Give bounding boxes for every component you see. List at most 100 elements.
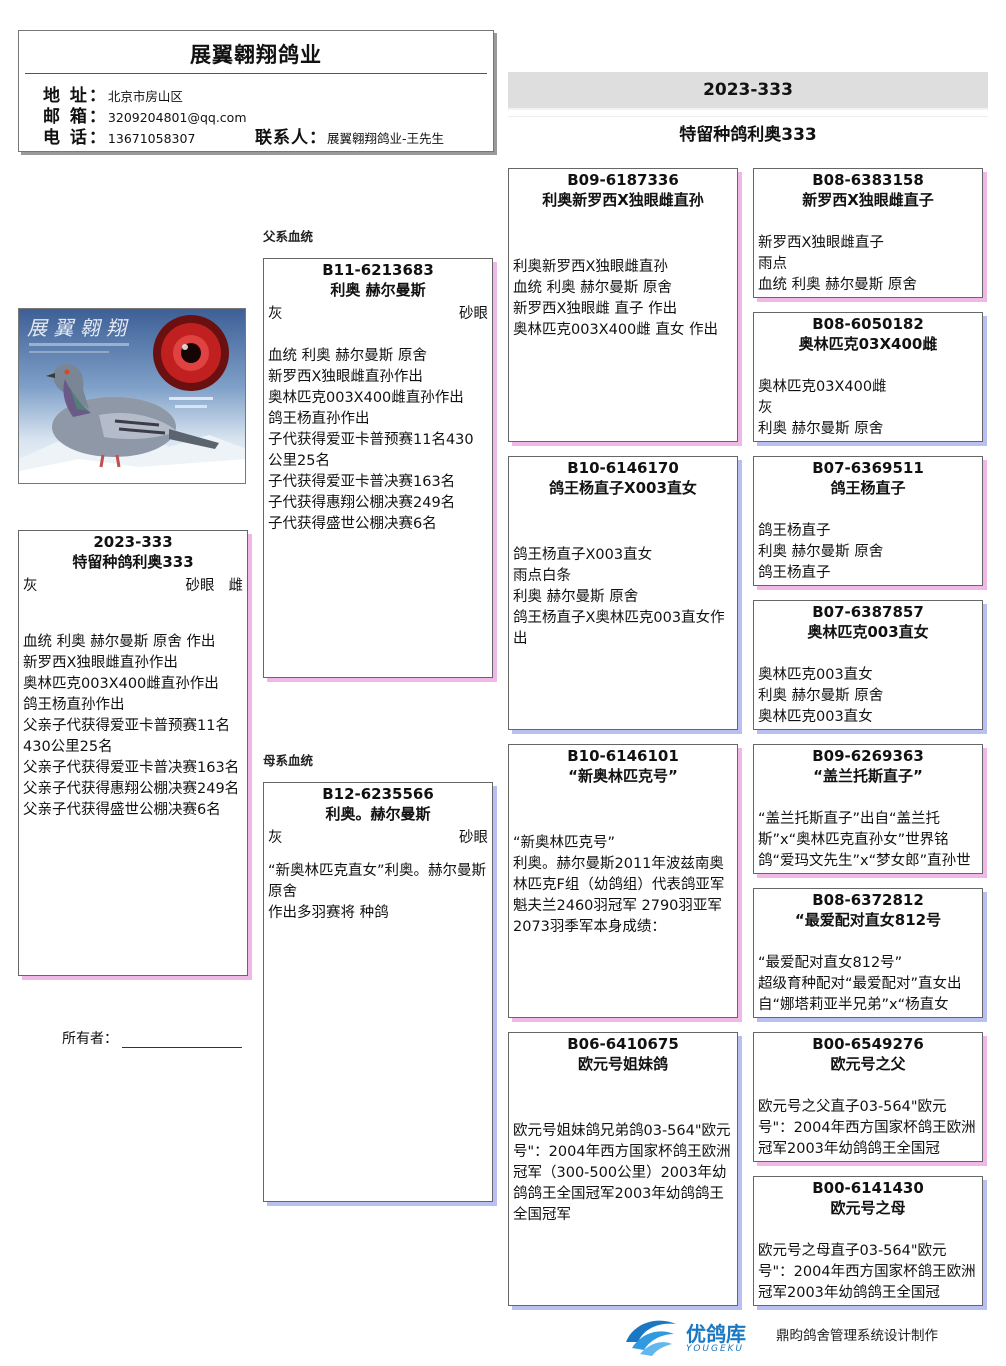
gp-line: 利奥。赫尔曼斯2011年波兹南奥林匹克F组（幼鸽组）代表鸽亚军魁夫兰2460羽冠… xyxy=(513,856,725,935)
pedigree-name-banner: 特留种鸽利奥333 xyxy=(508,116,988,152)
breeder-name: 展翼翱翔鸽业 xyxy=(190,43,322,67)
grandparent-card-paternal-dam: B10-6146170 鸽王杨直子X003直女 鸽王杨直子X003直女 雨点白条… xyxy=(508,456,738,730)
ggp-ring: B08-6372812 xyxy=(812,891,924,909)
gp-ring: B10-6146170 xyxy=(567,459,679,477)
great-grandparent-card: B00-6141430 欧元号之母 欧元号之母直子03-564"欧元号"：200… xyxy=(753,1176,983,1306)
sire-section-label: 父系血统 xyxy=(263,229,314,244)
email-label: 邮 箱： xyxy=(43,107,108,127)
ggp-line: 奥林匹克003直女 xyxy=(758,667,873,683)
dam-line: 作出多羽赛将 种鸽 xyxy=(268,905,389,921)
dam-eye: 砂眼 xyxy=(459,830,488,846)
gp-name: 鸽王杨直子X003直女 xyxy=(549,479,697,497)
ggp-name: 欧元号之母 xyxy=(830,1199,906,1217)
ggp-line: 雨点 xyxy=(758,256,787,272)
ggp-line: 灰 xyxy=(758,400,773,416)
ggp-ring: B00-6141430 xyxy=(812,1179,924,1197)
gp-name: 利奥新罗西X独眼雌直孙 xyxy=(542,191,704,209)
subject-line: 新罗西X独眼雌直孙作出 xyxy=(23,655,178,671)
subject-traits: 灰 砂眼雌 xyxy=(19,576,247,597)
ggp-line: 奥林匹克003直女 xyxy=(758,709,873,725)
ggp-ring: B08-6383158 xyxy=(812,171,924,189)
sire-description: 血统 利奥 赫尔曼斯 原舍 新罗西X独眼雌直孙作出 奥林匹克003X400雌直孙… xyxy=(264,346,492,535)
ggp-line: “最爱配对直女812号” xyxy=(758,955,903,971)
great-grandparent-card: B09-6269363 “盖兰托斯直子” “盖兰托斯直子”出自“盖兰托斯”x“奥… xyxy=(753,744,983,874)
ggp-line: “盖兰托斯直子”出自“盖兰托斯”x“奥林匹克直孙女”世界铭鸽“爱玛文先生”x“梦… xyxy=(758,811,971,869)
subject-line: 父亲子代获得爱亚卡普决赛163名 xyxy=(23,760,240,776)
ggp-name: “最爱配对直女812号 xyxy=(794,911,942,929)
phone-line: 电 话：13671058307 联系人：展翼翱翔鸽业-王先生 xyxy=(43,127,444,149)
dam-line: “新奥林匹克直女”利奥。赫尔曼斯原舍 xyxy=(268,863,487,900)
subject-color: 灰 xyxy=(23,578,38,594)
ggp-description: 奥林匹克003直女 利奥 赫尔曼斯 原舍 奥林匹克003直女 xyxy=(754,665,982,728)
ggp-line: 利奥 赫尔曼斯 原舍 xyxy=(758,544,884,560)
gp-line: 奥林匹克003X400雌 直女 作出 xyxy=(513,322,719,338)
sire-color: 灰 xyxy=(268,306,283,322)
address-label: 地 址： xyxy=(43,86,108,106)
brand-name-en: YOUGEKU xyxy=(686,1344,745,1354)
grandparent-card-maternal-dam: B06-6410675 欧元号姐妹鸽 欧元号姐妹鸽兄弟鸽03-564"欧元号"：… xyxy=(508,1032,738,1306)
gp-line: “新奥林匹克号” xyxy=(513,835,616,851)
great-grandparent-card: B07-6369511 鸽王杨直子 鸽王杨直子 利奥 赫尔曼斯 原舍 鸽王杨直子 xyxy=(753,456,983,586)
great-grandparent-card: B08-6050182 奥林匹克03X400雌 奥林匹克03X400雌 灰 利奥… xyxy=(753,312,983,442)
dam-color: 灰 xyxy=(268,830,283,846)
gp-description: 利奥新罗西X独眼雌直孙 血统 利奥 赫尔曼斯 原舍 新罗西X独眼雌 直子 作出 … xyxy=(509,257,737,341)
subject-sex: 雌 xyxy=(228,578,244,594)
email-line: 邮 箱：3209204801@qq.com xyxy=(43,106,247,128)
ggp-name: 鸽王杨直子 xyxy=(830,479,906,497)
great-grandparent-card: B07-6387857 奥林匹克003直女 奥林匹克003直女 利奥 赫尔曼斯 … xyxy=(753,600,983,730)
gp-line: 新罗西X独眼雌 直子 作出 xyxy=(513,301,678,317)
subject-line: 鸽王杨直孙作出 xyxy=(23,697,125,713)
breeder-header: 展翼翱翔鸽业 地 址：北京市房山区 邮 箱：3209204801@qq.com … xyxy=(18,30,494,152)
gp-description: “新奥林匹克号” 利奥。赫尔曼斯2011年波兹南奥林匹克F组（幼鸽组）代表鸽亚军… xyxy=(509,833,737,938)
gp-line: 血统 利奥 赫尔曼斯 原舍 xyxy=(513,280,672,296)
owner-line: 所有者： xyxy=(62,1028,242,1048)
svg-text:展 翼 翱 翔: 展 翼 翱 翔 xyxy=(27,316,129,340)
great-grandparent-card: B08-6372812 “最爱配对直女812号 “最爱配对直女812号” 超级育… xyxy=(753,888,983,1018)
gp-ring: B09-6187336 xyxy=(567,171,679,189)
sire-line: 奥林匹克003X400雌直孙作出 xyxy=(268,390,464,406)
dam-ring: B12-6235566 xyxy=(322,785,434,803)
pigeon-illustration: 展 翼 翱 翔 xyxy=(19,315,245,483)
ggp-description: 新罗西X独眼雌直子 雨点 血统 利奥 赫尔曼斯 原舍 xyxy=(754,233,982,296)
ggp-description: “最爱配对直女812号” 超级育种配对“最爱配对”直女出自“娜塔莉亚半兄弟”x“… xyxy=(754,953,982,1016)
ggp-ring: B07-6387857 xyxy=(812,603,924,621)
gp-description: 欧元号姐妹鸽兄弟鸽03-564"欧元号"：2004年西方国家杯鸽王欧洲冠军（30… xyxy=(509,1121,737,1226)
ggp-line: 鸽王杨直子 xyxy=(758,565,831,581)
contact-label: 联系人： xyxy=(255,128,327,148)
ggp-name: “盖兰托斯直子” xyxy=(813,767,923,785)
dam-traits: 灰 砂眼 xyxy=(264,828,492,849)
gp-line: 鸽王杨直子X奥林匹克003直女作出 xyxy=(513,610,725,647)
ggp-name: 欧元号之父 xyxy=(830,1055,906,1073)
subject-card: 2023-333 特留种鸽利奥333 灰 砂眼雌 血统 利奥 赫尔曼斯 原舍 作… xyxy=(18,530,248,976)
ggp-description: 欧元号之母直子03-564"欧元号"：2004年西方国家杯鸽王欧洲冠军2003年… xyxy=(754,1241,982,1304)
dam-name: 利奥。赫尔曼斯 xyxy=(325,805,431,823)
gp-name: 欧元号姐妹鸽 xyxy=(577,1055,668,1073)
ggp-name: 奥林匹克03X400雌 xyxy=(798,335,938,353)
address-value: 北京市房山区 xyxy=(107,89,183,104)
sire-line: 子代获得爱亚卡普预赛11名430公里25名 xyxy=(268,432,474,469)
ggp-line: 奥林匹克03X400雌 xyxy=(758,379,887,395)
ggp-ring: B00-6549276 xyxy=(812,1035,924,1053)
owner-label: 所有者： xyxy=(62,1031,118,1047)
sire-card: B11-6213683 利奥 赫尔曼斯 灰 砂眼 血统 利奥 赫尔曼斯 原舍 新… xyxy=(263,258,493,678)
gp-ring: B06-6410675 xyxy=(567,1035,679,1053)
email-value: 3209204801@qq.com xyxy=(107,110,247,125)
ggp-ring: B08-6050182 xyxy=(812,315,924,333)
pigeon-photo: 展 翼 翱 翔 xyxy=(18,308,246,484)
gp-name: “新奥林匹克号” xyxy=(568,767,678,785)
gp-line: 雨点白条 xyxy=(513,568,571,584)
address-line: 地 址：北京市房山区 xyxy=(43,85,183,107)
phone-value: 13671058307 xyxy=(107,131,196,146)
subject-line: 父亲子代获得惠翔公棚决赛249名 xyxy=(23,781,240,797)
pedigree-ring-banner: 2023-333 xyxy=(508,72,988,110)
ggp-line: 利奥 赫尔曼斯 原舍 xyxy=(758,688,884,704)
gp-line: 利奥 赫尔曼斯 原舍 xyxy=(513,589,639,605)
ggp-name: 奥林匹克003直女 xyxy=(807,623,929,641)
sire-traits: 灰 砂眼 xyxy=(264,304,492,325)
ggp-ring: B09-6269363 xyxy=(812,747,924,765)
sire-ring: B11-6213683 xyxy=(322,261,434,279)
subject-line: 血统 利奥 赫尔曼斯 原舍 作出 xyxy=(23,634,216,650)
dam-section-label: 母系血统 xyxy=(263,753,314,768)
ggp-line: 鸽王杨直子 xyxy=(758,523,831,539)
subject-name: 特留种鸽利奥333 xyxy=(72,553,194,571)
